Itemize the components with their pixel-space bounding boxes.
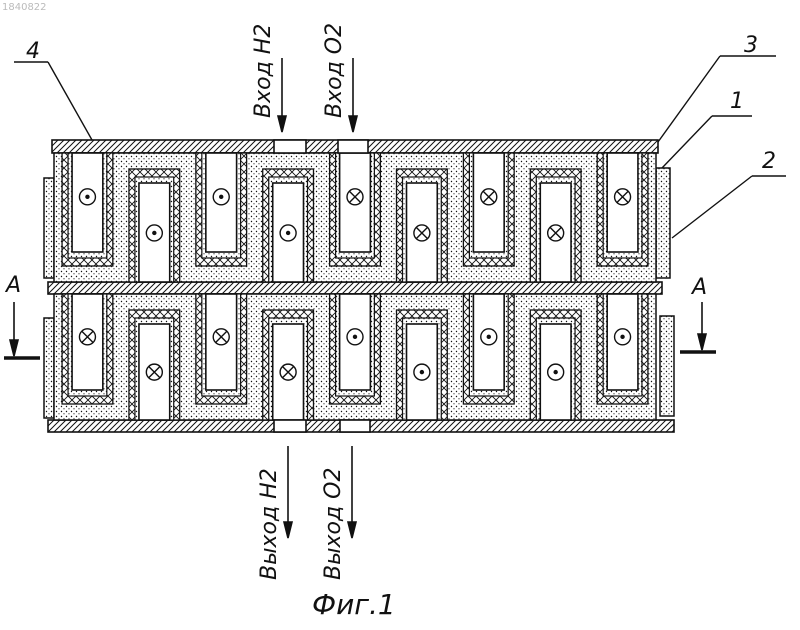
callout-2: 2 — [762, 149, 776, 174]
flow-out-symbol — [548, 364, 564, 380]
flow-in-symbol — [481, 189, 497, 205]
bottom-cell-3 — [196, 294, 247, 404]
top-cell-3 — [196, 153, 247, 266]
section-label-right: A — [690, 275, 707, 300]
label-outlet-h2: Выход H2 — [257, 468, 282, 580]
section-mark-right — [680, 302, 716, 352]
label-inlet-o2: Вход O2 — [322, 23, 347, 118]
top-cell-9 — [597, 153, 648, 266]
top-cell-6 — [397, 169, 448, 282]
top-cell-2 — [129, 169, 180, 282]
bottom-cell-8 — [530, 310, 581, 420]
bottom-cell-6 — [397, 310, 448, 420]
label-inlet-h2: Вход H2 — [251, 24, 276, 118]
flow-in-symbol — [280, 364, 296, 380]
watermark: 1840822 — [2, 2, 47, 13]
bottom-cell-1 — [62, 294, 113, 404]
arrow-outlet-o2 — [348, 446, 356, 538]
callout-3: 3 — [744, 33, 758, 58]
arrow-inlet-h2 — [278, 58, 286, 132]
bottom-cell-2 — [129, 310, 180, 420]
top-cell-8 — [530, 169, 581, 282]
top-cell-4 — [263, 169, 314, 282]
flow-out-symbol — [213, 189, 229, 205]
flow-out-symbol — [280, 225, 296, 241]
arrow-outlet-h2 — [284, 446, 292, 538]
leader-3 — [658, 56, 776, 142]
arrow-inlet-o2 — [349, 58, 357, 132]
flow-out-symbol — [146, 225, 162, 241]
figure-caption: Фиг.1 — [312, 588, 396, 621]
leader-1 — [662, 116, 752, 168]
flow-in-symbol — [146, 364, 162, 380]
leader-4 — [14, 62, 92, 140]
flow-out-symbol — [79, 189, 95, 205]
flow-out-symbol — [347, 329, 363, 345]
bottom-cell-9 — [597, 294, 648, 404]
label-outlet-o2: Выход O2 — [321, 468, 346, 580]
flow-in-symbol — [548, 225, 564, 241]
section-mark-left — [4, 302, 40, 358]
cell-row-bottom — [54, 294, 656, 420]
bottom-cell-4 — [263, 310, 314, 420]
flow-in-symbol — [213, 329, 229, 345]
flow-out-symbol — [615, 329, 631, 345]
plate-middle — [48, 282, 662, 294]
callout-4: 4 — [26, 39, 40, 64]
top-cell-7 — [463, 153, 514, 266]
bottom-cell-5 — [330, 294, 381, 404]
top-cell-1 — [62, 153, 113, 266]
section-label-left: A — [4, 273, 21, 298]
cell-row-top — [54, 153, 656, 282]
leader-2 — [672, 176, 786, 238]
callout-1: 1 — [730, 89, 744, 114]
flow-in-symbol — [414, 225, 430, 241]
flow-out-symbol — [481, 329, 497, 345]
flow-out-symbol — [414, 364, 430, 380]
flow-in-symbol — [615, 189, 631, 205]
flow-in-symbol — [347, 189, 363, 205]
bottom-cell-7 — [463, 294, 514, 404]
top-cell-5 — [330, 153, 381, 266]
flow-in-symbol — [79, 329, 95, 345]
